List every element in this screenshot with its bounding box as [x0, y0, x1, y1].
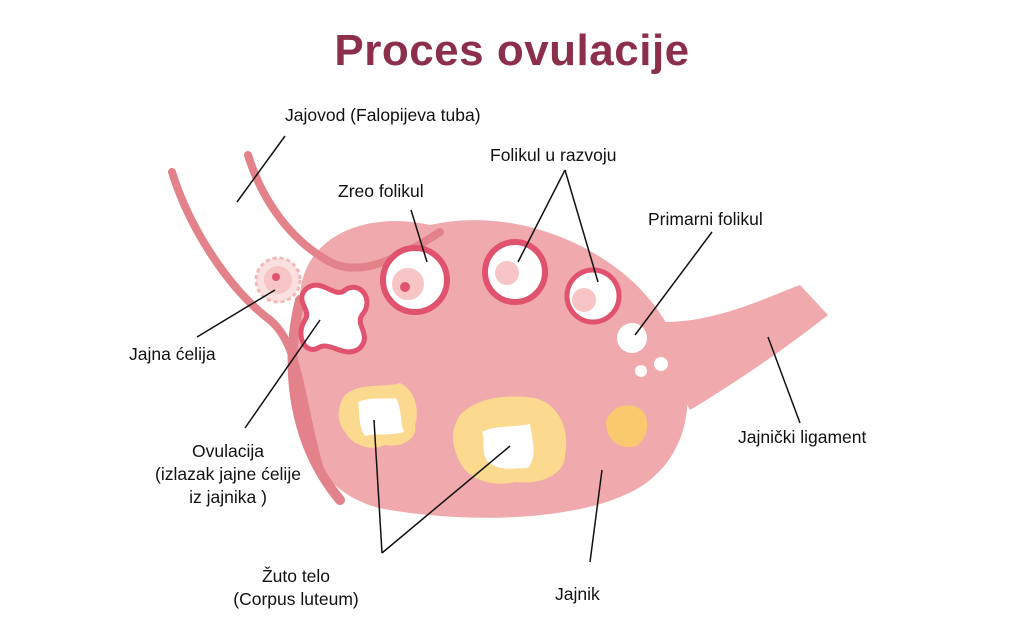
label-mature-follicle: Zreo folikul — [338, 181, 424, 201]
label-ovulation-line-3: iz jajnika ) — [189, 487, 267, 507]
corpus-luteum-2-core — [482, 424, 534, 469]
corpus-albicans — [606, 405, 648, 448]
leader-corpus-1 — [373, 419, 383, 554]
label-primary-follicle: Primarni folikul — [648, 209, 763, 229]
leader-mature-follicle — [410, 209, 428, 263]
ovarian-ligament-shape — [640, 285, 828, 410]
leader-ligament — [767, 336, 801, 424]
leader-lines — [196, 135, 801, 563]
leader-developing-1 — [517, 169, 566, 263]
label-ovarian-ligament: Jajnički ligament — [738, 427, 867, 447]
egg-cell-nucleus — [272, 273, 280, 281]
leader-fallopian-tube — [236, 135, 286, 203]
leader-ovulation — [244, 319, 321, 429]
label-ovary: Jajnik — [555, 584, 600, 604]
label-fallopian-tube: Jajovod (Falopijeva tuba) — [285, 105, 481, 125]
primary-follicle-3 — [635, 365, 647, 377]
label-corpus-luteum-line-2: (Corpus luteum) — [233, 589, 359, 609]
label-corpus-luteum-line-1: Žuto telo — [261, 566, 331, 586]
developing-follicle-1-egg — [495, 261, 519, 285]
corpus-luteum-1-core — [358, 398, 404, 436]
label-ovulation-line-1: Ovulacija — [192, 441, 264, 461]
label-ovulation-line-2: (izlazak jajne ćelije — [155, 464, 301, 484]
ruptured-follicle — [298, 282, 370, 355]
fallopian-tube-outer — [168, 168, 324, 474]
primary-follicle-2 — [654, 357, 668, 371]
leader-corpus-2 — [381, 445, 511, 554]
developing-follicle-2-egg — [572, 288, 596, 312]
label-corpus-luteum: Žuto telo (Corpus luteum) — [206, 565, 386, 611]
label-ovulation: Ovulacija (izlazak jajne ćelije iz jajni… — [128, 440, 328, 509]
diagram-title: Proces ovulacije — [334, 26, 690, 75]
primary-follicle-1 — [617, 323, 647, 353]
label-developing-follicle: Folikul u razvoju — [490, 145, 617, 165]
leader-developing-2 — [564, 169, 599, 283]
mature-follicle-nucleus — [400, 282, 410, 292]
leader-egg-cell — [196, 289, 276, 338]
leader-primary-follicle — [634, 231, 713, 336]
label-egg-cell: Jajna ćelija — [129, 344, 216, 364]
ovary-rim — [287, 295, 345, 505]
leader-ovary — [589, 469, 603, 563]
